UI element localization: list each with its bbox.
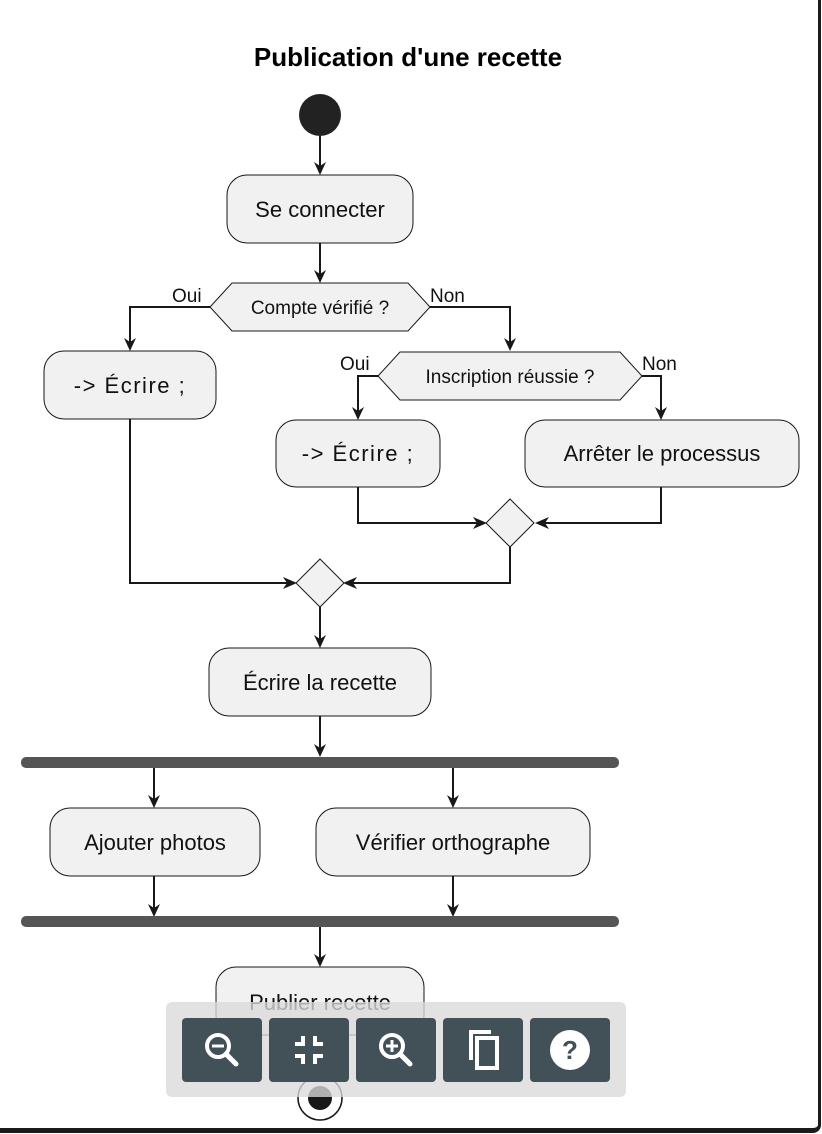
branch-label-oui: Oui bbox=[172, 286, 202, 307]
activity-label: Vérifier orthographe bbox=[356, 830, 550, 855]
fit-to-screen-button[interactable] bbox=[269, 1018, 349, 1082]
zoom-out-icon bbox=[205, 1033, 239, 1067]
help-button[interactable]: ? bbox=[530, 1018, 610, 1082]
decision-label: Compte vérifié ? bbox=[251, 298, 389, 319]
activity-label: -> Écrire ; bbox=[302, 441, 414, 466]
activity-label: Ajouter photos bbox=[84, 830, 226, 855]
zoom-in-icon bbox=[379, 1033, 413, 1067]
help-icon: ? bbox=[550, 1030, 590, 1070]
branch-label-non: Non bbox=[642, 354, 677, 375]
diagram-toolbar: ? bbox=[166, 1002, 626, 1097]
activity-label: Se connecter bbox=[255, 197, 385, 222]
copy-button[interactable] bbox=[443, 1018, 523, 1082]
decision-compte-verifie: Compte vérifié ? bbox=[209, 282, 431, 332]
activity-arreter-processus: Arrêter le processus bbox=[524, 419, 800, 488]
fork-bar bbox=[21, 757, 619, 768]
decision-inscription-reussie: Inscription réussie ? bbox=[377, 351, 643, 401]
start-node bbox=[299, 94, 341, 136]
decision-label: Inscription réussie ? bbox=[426, 367, 595, 388]
activity-verifier-orthographe: Vérifier orthographe bbox=[315, 807, 591, 877]
activity-ajouter-photos: Ajouter photos bbox=[49, 807, 261, 877]
fit-to-screen-icon bbox=[295, 1036, 323, 1064]
activity-ecrire-middle: -> Écrire ; bbox=[275, 419, 441, 488]
activity-label: -> Écrire ; bbox=[74, 373, 186, 398]
diagram-title: Publication d'une recette bbox=[254, 42, 562, 72]
merge-diamond-outer bbox=[295, 558, 345, 608]
branch-label-oui: Oui bbox=[340, 354, 370, 375]
zoom-in-button[interactable] bbox=[356, 1018, 436, 1082]
edges bbox=[124, 136, 667, 967]
svg-text:?: ? bbox=[562, 1035, 578, 1065]
join-bar bbox=[21, 916, 619, 927]
activity-se-connecter: Se connecter bbox=[226, 174, 414, 244]
activity-label: Arrêter le processus bbox=[564, 441, 761, 466]
zoom-out-button[interactable] bbox=[182, 1018, 262, 1082]
merge-diamond-inner bbox=[485, 498, 535, 548]
activity-ecrire-recette: Écrire la recette bbox=[208, 647, 432, 717]
copy-icon bbox=[469, 1030, 499, 1070]
activity-ecrire-left: -> Écrire ; bbox=[43, 350, 217, 420]
activity-label: Écrire la recette bbox=[243, 670, 397, 695]
branch-label-non: Non bbox=[430, 286, 465, 307]
